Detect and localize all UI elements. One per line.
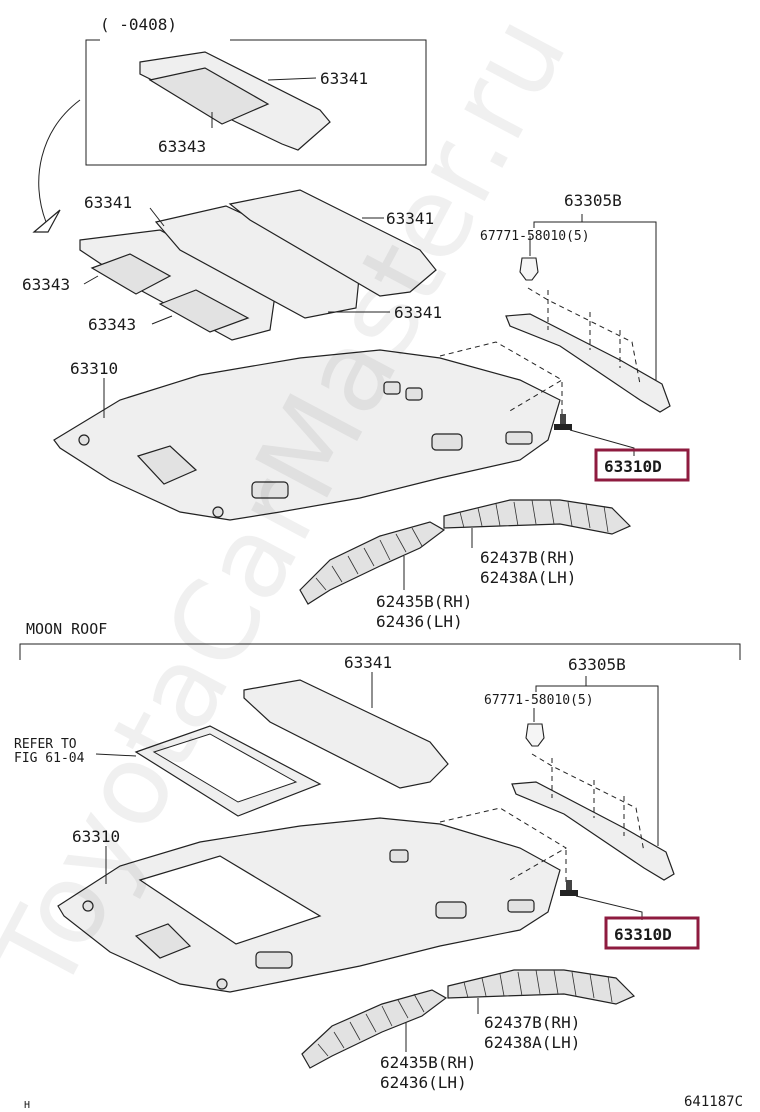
trim-rear-moon <box>447 969 636 1005</box>
roof-panel-middle <box>154 205 361 319</box>
label-trim-3-moon: 62435B(RH) <box>380 1053 476 1072</box>
screw-icon <box>560 880 578 896</box>
label-trim-2-moon: 62438A(LH) <box>484 1033 580 1052</box>
label-moon-clip: 67771-58010(5) <box>484 693 594 708</box>
inset-label-63341: 63341 <box>320 69 368 88</box>
label-moon-panel: 63341 <box>344 653 392 672</box>
highlight-box-moon <box>604 916 700 950</box>
clip-icon <box>525 723 545 747</box>
roof-pad-a <box>90 253 172 295</box>
curved-arrow-icon <box>32 99 81 233</box>
moon-opening <box>138 855 322 945</box>
moon-roof-panel <box>243 679 449 789</box>
label-trim-1-top: 62437B(RH) <box>480 548 576 567</box>
label-moon-headlining: 63310 <box>72 827 120 846</box>
label-headlining: 63310 <box>70 359 118 378</box>
roof-pad-b <box>158 289 250 333</box>
inset-label-63343: 63343 <box>158 137 206 156</box>
inset-box: ( -0408) 63341 63343 <box>85 15 427 166</box>
label-trim-2-top: 62438A(LH) <box>480 568 576 587</box>
label-roof-panel-a: 63341 <box>84 193 132 212</box>
headlining-top <box>53 349 561 521</box>
label-roof-pad-b: 63343 <box>88 315 136 334</box>
label-clip: 67771-58010(5) <box>480 229 590 244</box>
roof-panel-rear <box>228 189 437 297</box>
label-roof-panel-b: 63341 <box>386 209 434 228</box>
assembly-rail <box>505 313 671 413</box>
footer-left-mark: H <box>24 1100 30 1111</box>
screw-icon <box>554 414 572 430</box>
sunroof-frame <box>134 725 322 817</box>
label-trim-3-top: 62435B(RH) <box>376 592 472 611</box>
assembly-bracket-moon <box>511 676 675 881</box>
label-bracket-moon: 63310D <box>614 925 672 944</box>
moon-roof-title: MOON ROOF <box>26 620 107 638</box>
refer-text-1: REFER TO <box>14 737 77 752</box>
inset-date-label: ( -0408) <box>100 15 177 34</box>
clip-icon <box>519 257 539 281</box>
highlight-box-top <box>594 448 690 482</box>
headlining-cutout <box>136 445 198 485</box>
label-roof-panel-c: 63341 <box>394 303 442 322</box>
label-assembly: 63305B <box>564 191 622 210</box>
figure-code: 641187C <box>684 1094 743 1110</box>
label-bracket-top: 63310D <box>604 457 662 476</box>
trim-front-top <box>299 521 446 605</box>
roof-panels-top <box>79 189 437 341</box>
headlining-moon <box>57 817 561 993</box>
label-trim-4-top: 62436(LH) <box>376 612 463 631</box>
headlining-shell <box>53 349 561 521</box>
trim-rear-top <box>443 499 632 535</box>
refer-text-2: FIG 61-04 <box>14 751 85 766</box>
assembly-bracket-top <box>505 214 671 413</box>
inset-pad <box>148 67 270 125</box>
trim-front-moon <box>301 989 448 1069</box>
label-trim-1-moon: 62437B(RH) <box>484 1013 580 1032</box>
label-roof-pad-a: 63343 <box>22 275 70 294</box>
label-moon-assembly: 63305B <box>568 655 626 674</box>
moon-roof-bracket <box>19 643 741 660</box>
label-trim-4-moon: 62436(LH) <box>380 1073 467 1092</box>
